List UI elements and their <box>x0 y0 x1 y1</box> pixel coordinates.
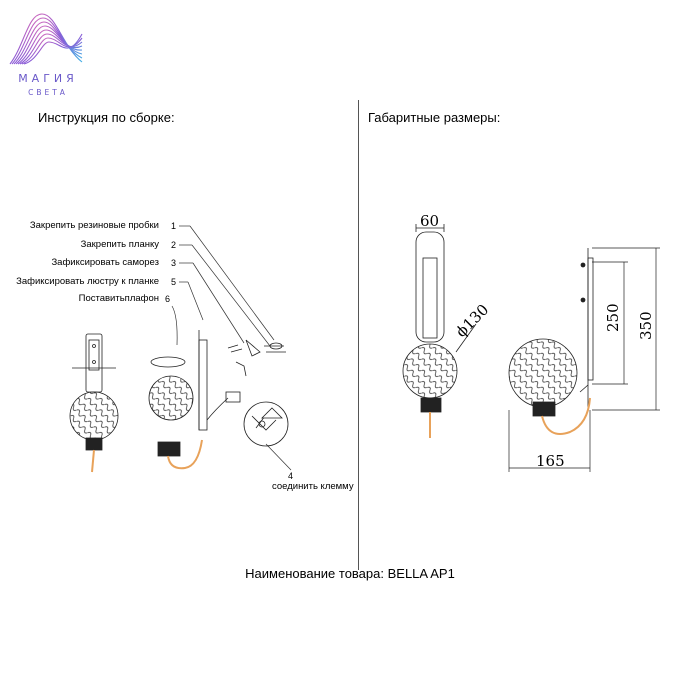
product-name: Наименование товара: BELLA AP1 <box>245 566 455 581</box>
step-label-3: Зафиксировать саморез <box>51 257 159 268</box>
step-label-5: Поставитьплафон <box>78 293 159 304</box>
dim-width-top: 60 <box>420 212 439 230</box>
logo-waves-icon <box>9 13 83 65</box>
assembly-heading: Инструкция по сборке: <box>38 110 175 125</box>
step-number-4: 4 <box>288 471 294 481</box>
dimension-front-view <box>402 224 477 438</box>
step-number-3: 3 <box>171 258 177 268</box>
step-label-connect: соединить клемму <box>272 481 354 492</box>
step-number-5: 5 <box>171 277 177 287</box>
dim-height-total: 350 <box>637 311 655 340</box>
step-number-1: 1 <box>171 221 177 231</box>
logo-wordmark: МАГИЯ <box>18 72 78 85</box>
step-number-2: 2 <box>171 240 177 250</box>
step-leader-lines <box>171 225 292 471</box>
step-label-2: Закрепить планку <box>80 239 159 250</box>
dim-depth: 165 <box>536 452 565 470</box>
assembly-side-view <box>157 330 241 470</box>
brand-logo: МАГИЯ СВЕТА <box>6 6 86 98</box>
dim-diameter: ϕ130 <box>452 301 492 341</box>
section-divider <box>358 100 359 570</box>
dimension-side-view <box>508 248 594 435</box>
step-number-6: 6 <box>165 294 171 304</box>
step-label-1: Закрепить резиновые пробки <box>29 220 159 231</box>
screw-parts <box>227 339 286 377</box>
dimension-lines <box>508 247 660 472</box>
terminal-detail <box>243 401 289 447</box>
assembly-front-view <box>69 333 119 473</box>
step-label-4: Зафиксировать люстру к планке <box>16 276 159 287</box>
dimensions-heading: Габаритные размеры: <box>368 110 501 125</box>
assembly-shade <box>148 356 194 421</box>
logo-subtitle: СВЕТА <box>28 88 68 97</box>
dim-height-inner: 250 <box>604 303 622 332</box>
